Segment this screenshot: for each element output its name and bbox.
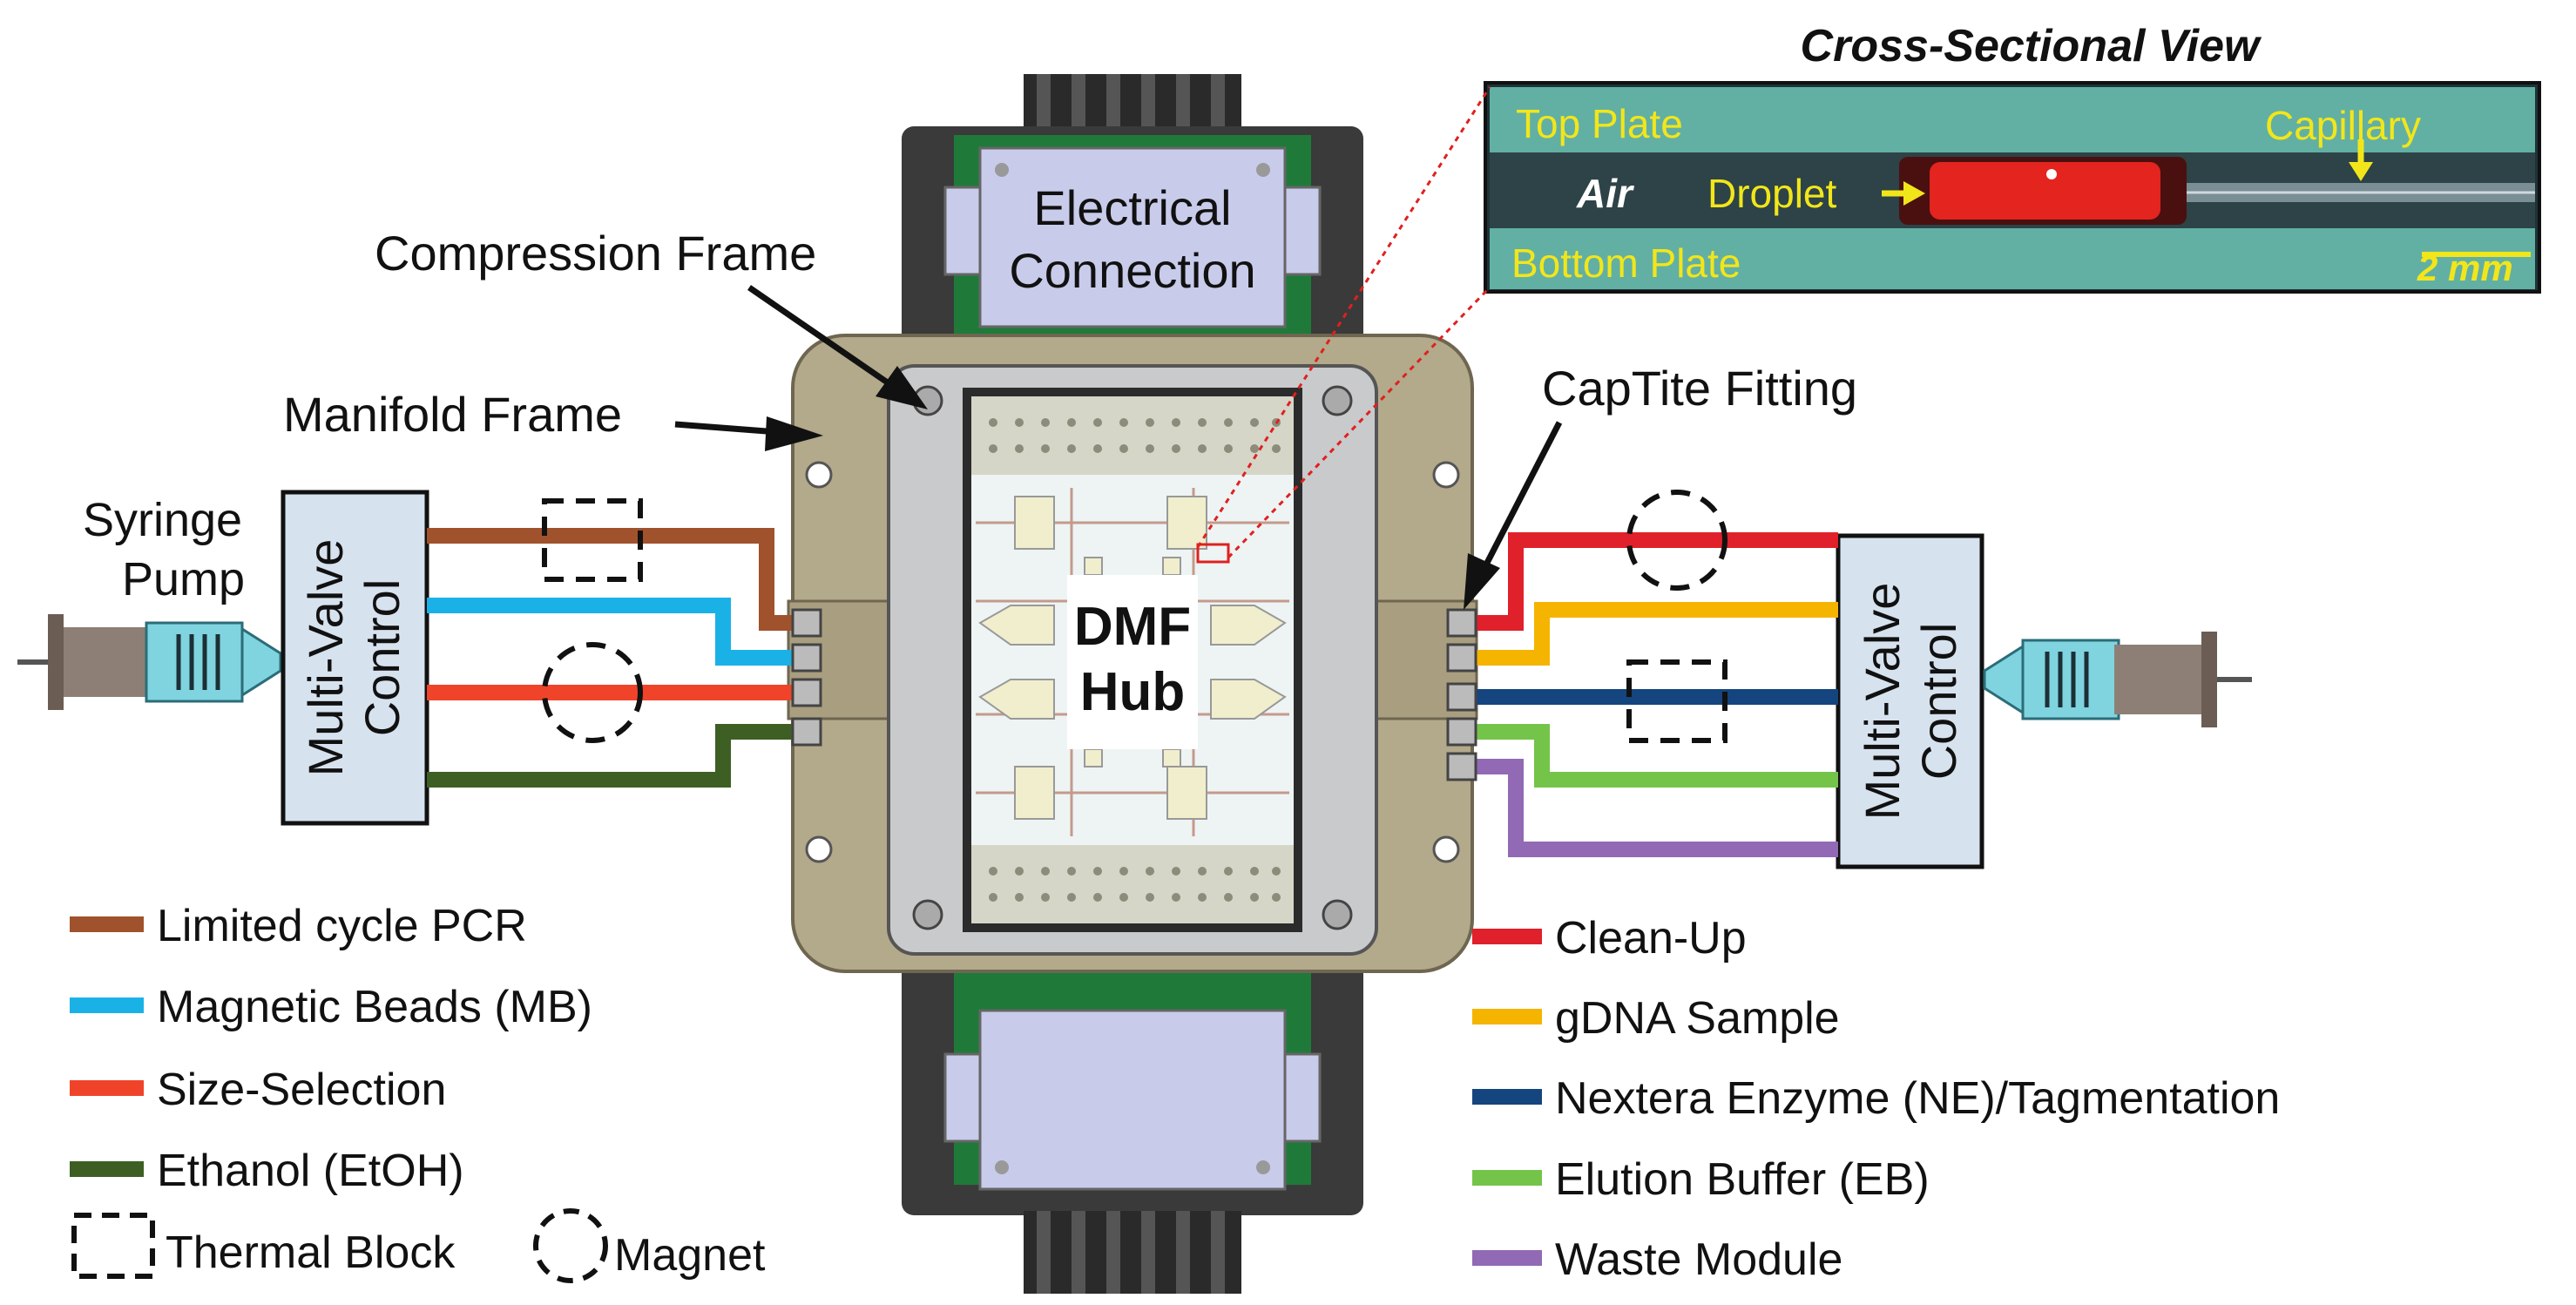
captite-fitting-arrow bbox=[1464, 421, 1563, 610]
tube-magnetic-beads bbox=[427, 598, 797, 666]
legend-swatch bbox=[70, 997, 144, 1013]
thermal-block-symbol bbox=[71, 1213, 155, 1279]
captite-fitting-label: CapTite Fitting bbox=[1542, 361, 1857, 416]
multi-valve-left-label-line2: Control bbox=[355, 579, 409, 737]
legend-item: Ethanol (EtOH) bbox=[70, 1146, 464, 1196]
top-plate-label: Top Plate bbox=[1516, 101, 1683, 146]
thermal-block-legend-label: Thermal Block bbox=[166, 1227, 456, 1278]
multi-valve-right-box bbox=[1836, 533, 1984, 869]
droplet-label: Droplet bbox=[1707, 171, 1837, 216]
left-syringe bbox=[17, 614, 282, 710]
electrical-connection-label-line1: Electrical bbox=[1033, 180, 1231, 235]
zoom-indicator bbox=[1196, 86, 1491, 564]
legend-right: Clean-Up gDNA Sample Nextera Enzyme (NE)… bbox=[1472, 913, 2280, 1285]
legend-swatch bbox=[1472, 1009, 1542, 1024]
tube-gdna-sample bbox=[1472, 602, 1838, 666]
electrical-connector-bottom bbox=[902, 954, 1363, 1294]
magnet-left bbox=[542, 642, 643, 743]
multi-valve-right-label-line2: Control bbox=[1911, 623, 1966, 781]
magnet-symbol bbox=[533, 1208, 608, 1283]
left-fittings bbox=[791, 608, 822, 747]
legend-item: Nextera Enzyme (NE)/Tagmentation bbox=[1472, 1073, 2280, 1124]
cross-section-inset bbox=[1484, 81, 2541, 294]
multi-valve-right-label-line1: Multi-Valve bbox=[1855, 583, 1910, 821]
tube-elution-buffer bbox=[1472, 724, 1838, 788]
right-syringe bbox=[1983, 632, 2252, 727]
legend-label: Elution Buffer (EB) bbox=[1555, 1154, 1930, 1205]
legend-item: Elution Buffer (EB) bbox=[1472, 1154, 1930, 1205]
legend-swatch bbox=[1472, 1170, 1542, 1186]
syringe-pump-label-line1: Syringe bbox=[83, 494, 242, 546]
manifold-frame-label: Manifold Frame bbox=[283, 387, 622, 442]
multi-valve-left-box bbox=[281, 490, 429, 826]
right-tubes bbox=[1472, 532, 1838, 857]
left-tubes bbox=[427, 528, 797, 788]
dmf-chip bbox=[963, 388, 1302, 932]
legend-label: Size-Selection bbox=[157, 1065, 446, 1115]
capillary-label: Capillary bbox=[2265, 103, 2421, 148]
multi-valve-left-label-line1: Multi-Valve bbox=[298, 539, 353, 777]
legend-left: Limited cycle PCR Magnetic Beads (MB) Si… bbox=[70, 901, 766, 1283]
legend-swatch bbox=[1472, 1250, 1542, 1266]
legend-swatch bbox=[70, 1080, 144, 1096]
electrical-connection-label-line2: Connection bbox=[1009, 243, 1255, 298]
right-fittings bbox=[1446, 608, 1477, 781]
legend-swatch bbox=[1472, 929, 1542, 944]
legend-item: Clean-Up bbox=[1472, 913, 1747, 964]
legend-swatch bbox=[70, 916, 144, 932]
legend-item: Limited cycle PCR bbox=[70, 901, 527, 951]
bottom-plate-label: Bottom Plate bbox=[1511, 240, 1741, 286]
cross-section-title: Cross-Sectional View bbox=[1801, 21, 2262, 71]
manifold-frame-arrow bbox=[674, 416, 823, 451]
thermal-block-right bbox=[1626, 659, 1727, 743]
tube-waste-module bbox=[1472, 759, 1838, 857]
scale-bar-label: 2 mm bbox=[2417, 247, 2513, 288]
thermal-block-left bbox=[542, 498, 643, 582]
air-label: Air bbox=[1576, 171, 1634, 216]
tube-limited-cycle-pcr bbox=[427, 528, 797, 631]
syringe-pump-label-line2: Pump bbox=[122, 553, 245, 605]
tube-ethanol bbox=[427, 724, 797, 788]
compression-frame-arrow bbox=[747, 285, 928, 409]
magnet-legend-label: Magnet bbox=[614, 1230, 766, 1281]
legend-label: Magnetic Beads (MB) bbox=[157, 982, 592, 1032]
legend-item: Waste Module bbox=[1472, 1234, 1842, 1285]
compression-frame-label: Compression Frame bbox=[375, 226, 816, 281]
electrical-connector-top bbox=[902, 74, 1363, 353]
hub-label-line2: Hub bbox=[1080, 662, 1186, 722]
legend-label: Clean-Up bbox=[1555, 913, 1747, 964]
legend-label: Limited cycle PCR bbox=[157, 901, 527, 951]
legend-item: Size-Selection bbox=[70, 1065, 446, 1115]
legend-swatch bbox=[1472, 1089, 1542, 1105]
legend-label: Waste Module bbox=[1555, 1234, 1842, 1285]
legend-swatch bbox=[70, 1161, 144, 1177]
hub-label-line1: DMF bbox=[1074, 597, 1191, 657]
magnet-right bbox=[1626, 490, 1727, 591]
legend-label: Ethanol (EtOH) bbox=[157, 1146, 464, 1196]
legend-item: Magnetic Beads (MB) bbox=[70, 982, 592, 1032]
legend-label: gDNA Sample bbox=[1555, 993, 1840, 1044]
legend-label: Nextera Enzyme (NE)/Tagmentation bbox=[1555, 1073, 2280, 1124]
tube-clean-up bbox=[1472, 532, 1838, 631]
legend-item: gDNA Sample bbox=[1472, 993, 1840, 1044]
